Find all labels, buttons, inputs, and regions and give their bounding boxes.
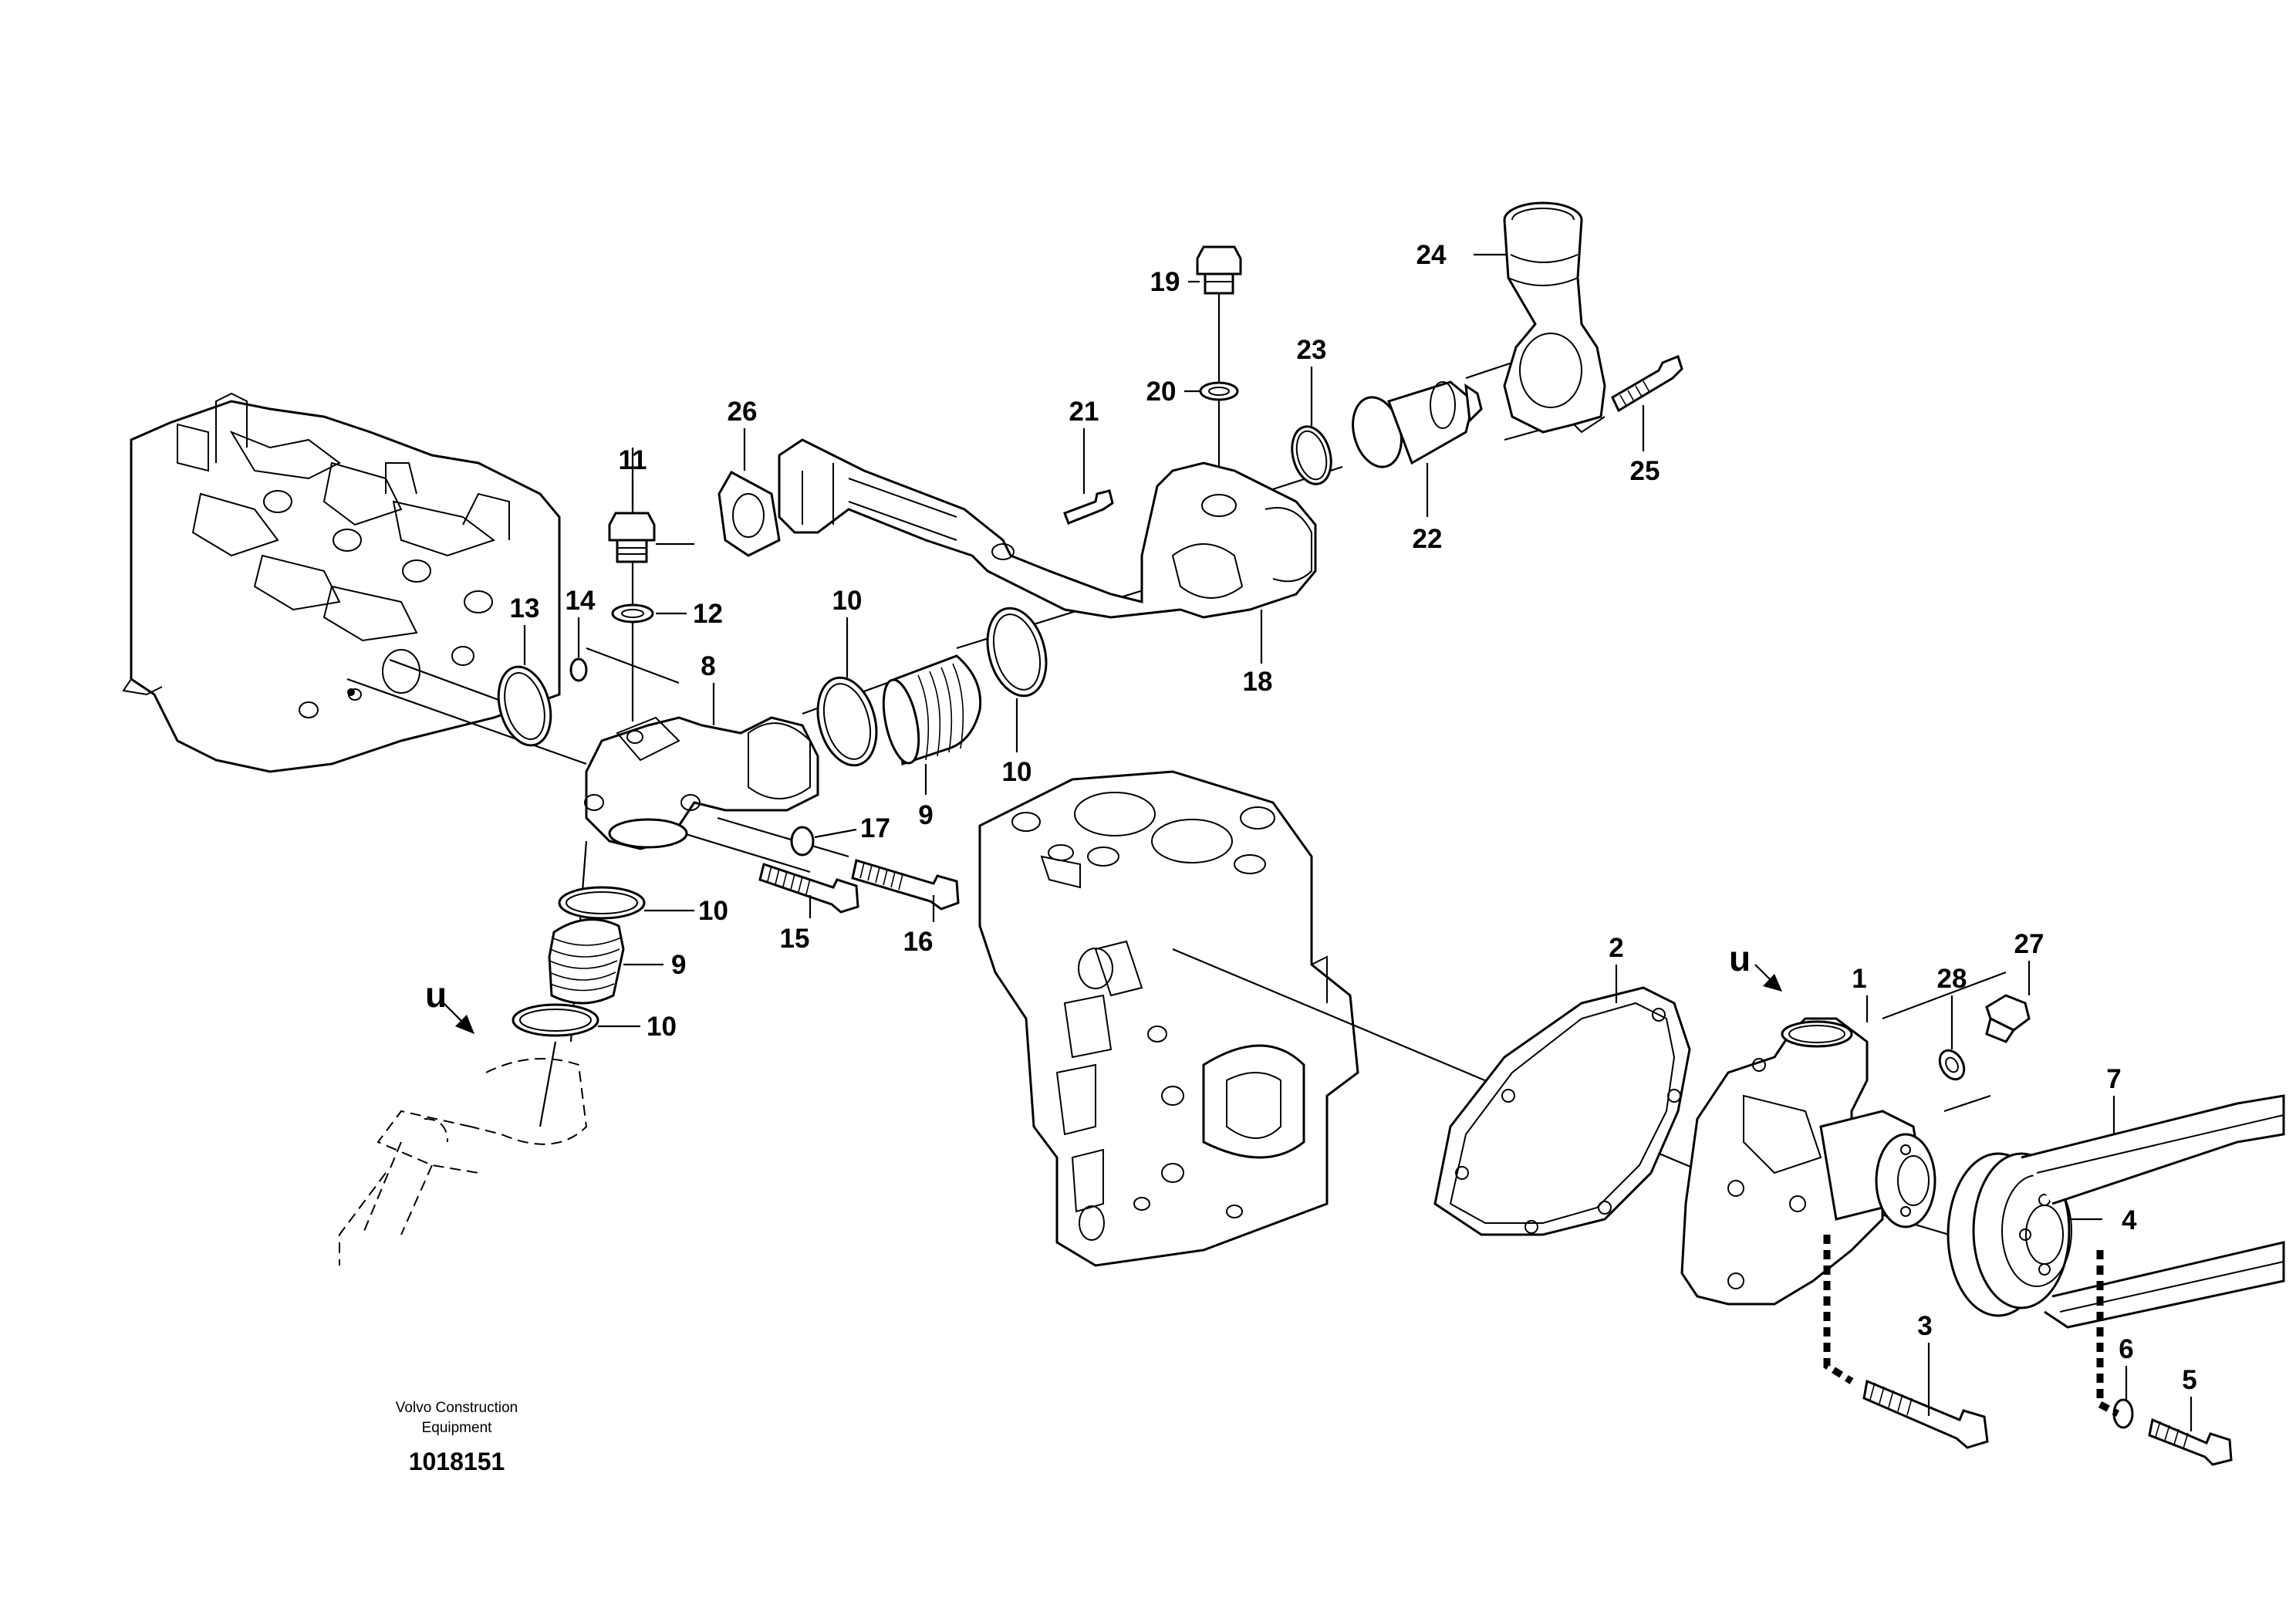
callout-16: 16 [903,927,934,957]
ring-14 [569,657,588,682]
callout-5: 5 [2182,1365,2196,1395]
water-pipe-18 [778,438,1317,619]
o-ring-13 [497,665,552,747]
callout-13: 13 [510,593,540,623]
callout-3: 3 [1917,1311,1932,1341]
callout-22: 22 [1413,524,1443,554]
callout-11: 11 [619,445,647,475]
bolt-5 [2148,1418,2233,1466]
callout-25: 25 [1630,456,1660,486]
view-marker-u-left: u [425,975,447,1015]
callout-9-upper: 9 [918,800,933,830]
bolt-16 [851,859,960,911]
callout-6: 6 [2119,1334,2133,1364]
gasket-26 [718,470,781,557]
callout-10-upper: 10 [832,586,863,616]
bolt-25 [1611,355,1683,413]
leader-lines [523,253,2193,1431]
callout-12: 12 [693,599,723,629]
plug-11 [608,512,656,563]
callout-1: 1 [1852,964,1866,994]
o-ring-10-lower-a [558,886,646,920]
view-arrow-left [443,1002,474,1034]
o-ring-10-upper [816,676,878,767]
callout-2: 2 [1609,933,1623,963]
gasket-2 [1433,986,1691,1236]
callout-7: 7 [2106,1064,2121,1094]
callout-15: 15 [780,924,810,954]
thermostat-housing-lower-8 [584,716,819,850]
sleeve-9-upper [882,654,982,766]
o-ring-23 [1291,425,1332,485]
plug-19 [1196,245,1242,295]
callout-labels: 1 2 3 4 5 6 7 8 9 9 10 10 10 10 11 12 13… [425,240,2197,1395]
bolt-3 [1862,1379,1989,1449]
view-arrow-right [1754,964,1782,992]
footer-company-line2: Equipment [422,1420,493,1436]
callout-17: 17 [860,813,890,843]
cylinder-head [122,392,561,773]
callout-14: 14 [566,586,596,616]
washer-20 [1199,381,1239,401]
callout-10-upper-right: 10 [1002,757,1032,787]
callout-21: 21 [1069,397,1099,427]
callout-9-lower: 9 [671,950,686,980]
callout-27: 27 [2014,929,2044,959]
footer-company-line1: Volvo Construction [396,1400,518,1416]
callout-4: 4 [2122,1205,2137,1235]
callout-20: 20 [1146,377,1177,407]
washer-28 [1938,1049,1966,1081]
callout-10-lower-a: 10 [698,896,728,926]
ring-17 [790,826,815,857]
thermostat-cover-24 [1503,201,1606,434]
v-belt-7 [2021,1094,2285,1329]
sleeve-9-lower [548,918,625,1005]
plug-27 [1985,994,2031,1043]
o-ring-10-lower-b [512,1003,599,1037]
callout-10-lower-b: 10 [647,1012,677,1042]
pulley-4 [1947,1152,2072,1317]
callout-26: 26 [728,397,758,427]
bolt-21 [1063,489,1114,525]
callout-28: 28 [1937,964,1967,994]
footer-drawing-number: 1018151 [409,1448,505,1475]
washer-12 [611,603,654,623]
callout-24: 24 [1416,240,1447,270]
callout-23: 23 [1297,335,1327,365]
callout-8: 8 [701,651,715,681]
bolt-15 [758,863,859,914]
engine-block [978,770,1359,1267]
view-marker-u-right: u [1729,938,1751,978]
ghost-pipe-view-u [339,1058,588,1265]
callout-19: 19 [1150,267,1180,297]
water-pump-1 [1680,1017,1936,1306]
thermostat-22 [1352,380,1483,468]
o-ring-10-upper-right [986,607,1048,698]
footer: Volvo Construction Equipment 1018151 [396,1400,518,1475]
callout-18: 18 [1243,667,1273,697]
